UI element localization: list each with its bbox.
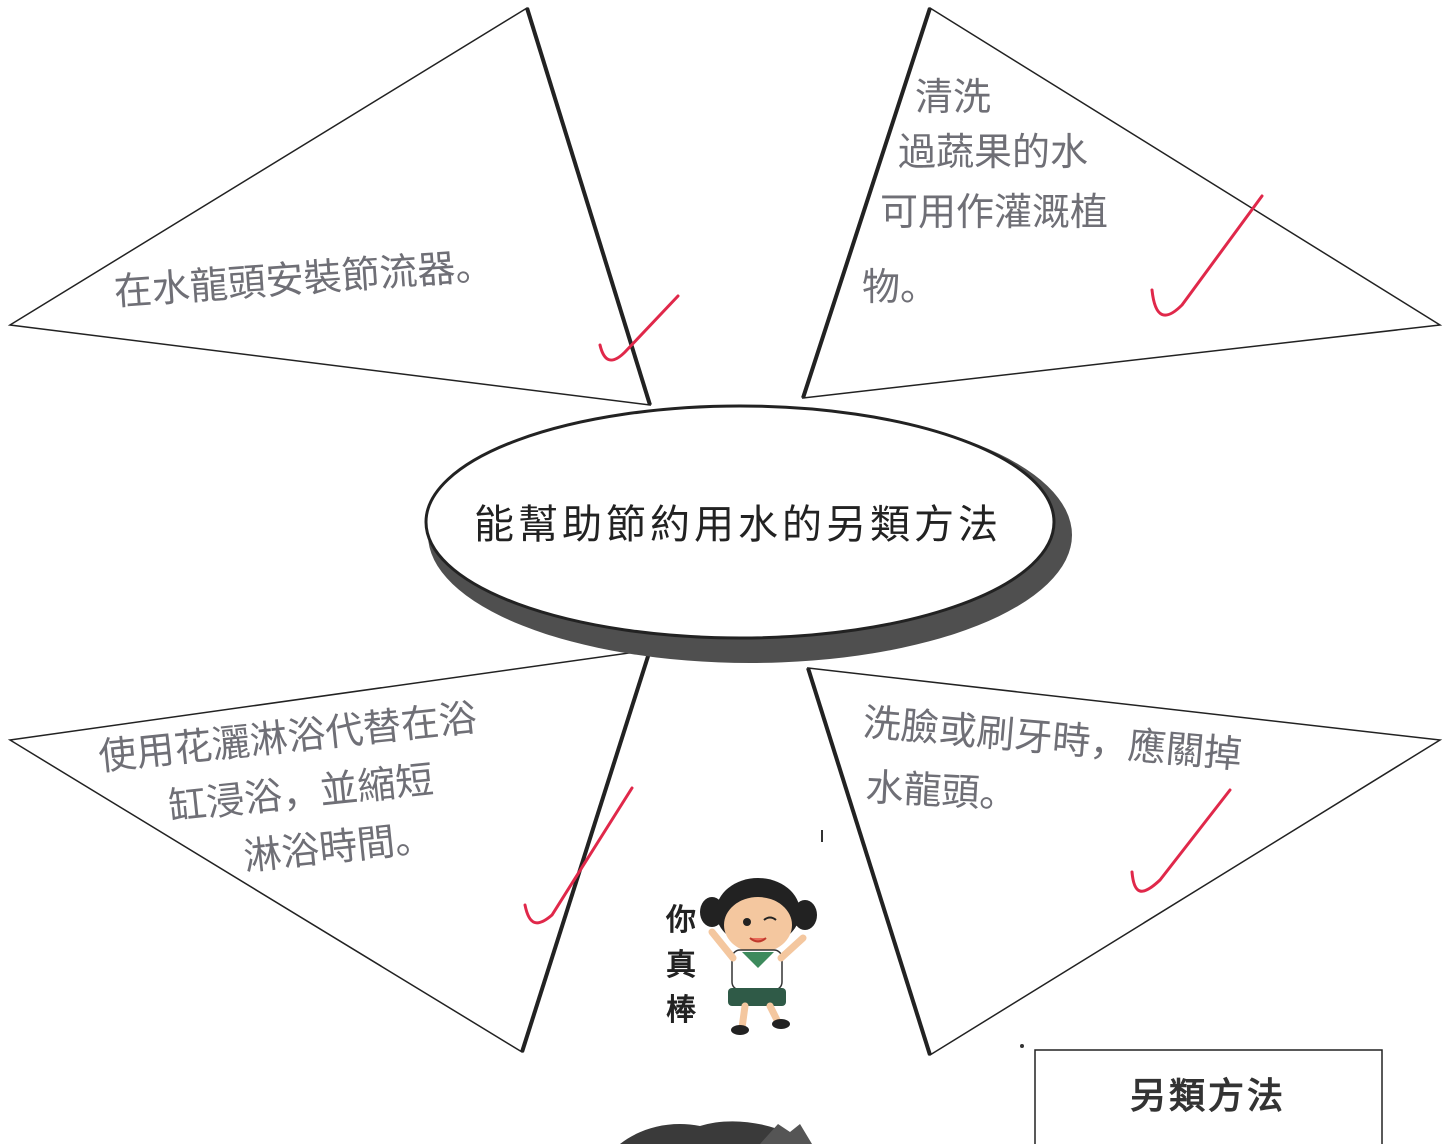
branch-top-right-line-4: 物。 (862, 265, 938, 309)
branch-bottom-right: 洗臉或刷牙時，應關掉 水龍頭。 (806, 667, 1443, 1057)
center-node: 能幫助節約用水的另類方法 (424, 404, 1072, 663)
praise-sticker: 你 真 棒 (665, 878, 817, 1035)
sticker-char-3: 棒 (666, 993, 697, 1028)
check-mark-icon (523, 786, 634, 925)
sticker-char-1: 你 (665, 903, 696, 938)
center-ellipse (424, 404, 1056, 640)
branch-top-left-shape (7, 6, 652, 406)
method-label-text: 另類方法 (1130, 1075, 1286, 1117)
partial-artwork-bottom (620, 1121, 812, 1144)
branch-top-right: 清洗 過蔬果的水 可用作灌溉植 物。 (801, 6, 1443, 399)
check-mark-icon (1130, 788, 1232, 893)
girl-illustration-icon (700, 878, 817, 1035)
sticker-char-2: 真 (666, 948, 696, 983)
branch-bottom-right-line-2: 水龍頭。 (865, 765, 1019, 817)
branch-top-right-line-1: 清洗 (915, 75, 991, 119)
method-label-box: 另類方法 (1034, 1049, 1383, 1144)
branch-top-right-line-2: 過蔬果的水 (898, 130, 1088, 174)
branch-top-right-line-3: 可用作灌溉植 (880, 190, 1108, 234)
center-title: 能幫助節約用水的另類方法 (474, 502, 1002, 548)
branch-bottom-left: 使用花灑淋浴代替在浴 缸浸浴，並縮短 淋浴時間。 (7, 649, 652, 1054)
check-mark-icon (598, 294, 680, 362)
branch-top-left: 在水龍頭安裝節流器。 (7, 6, 680, 406)
check-mark-icon (1150, 194, 1264, 317)
